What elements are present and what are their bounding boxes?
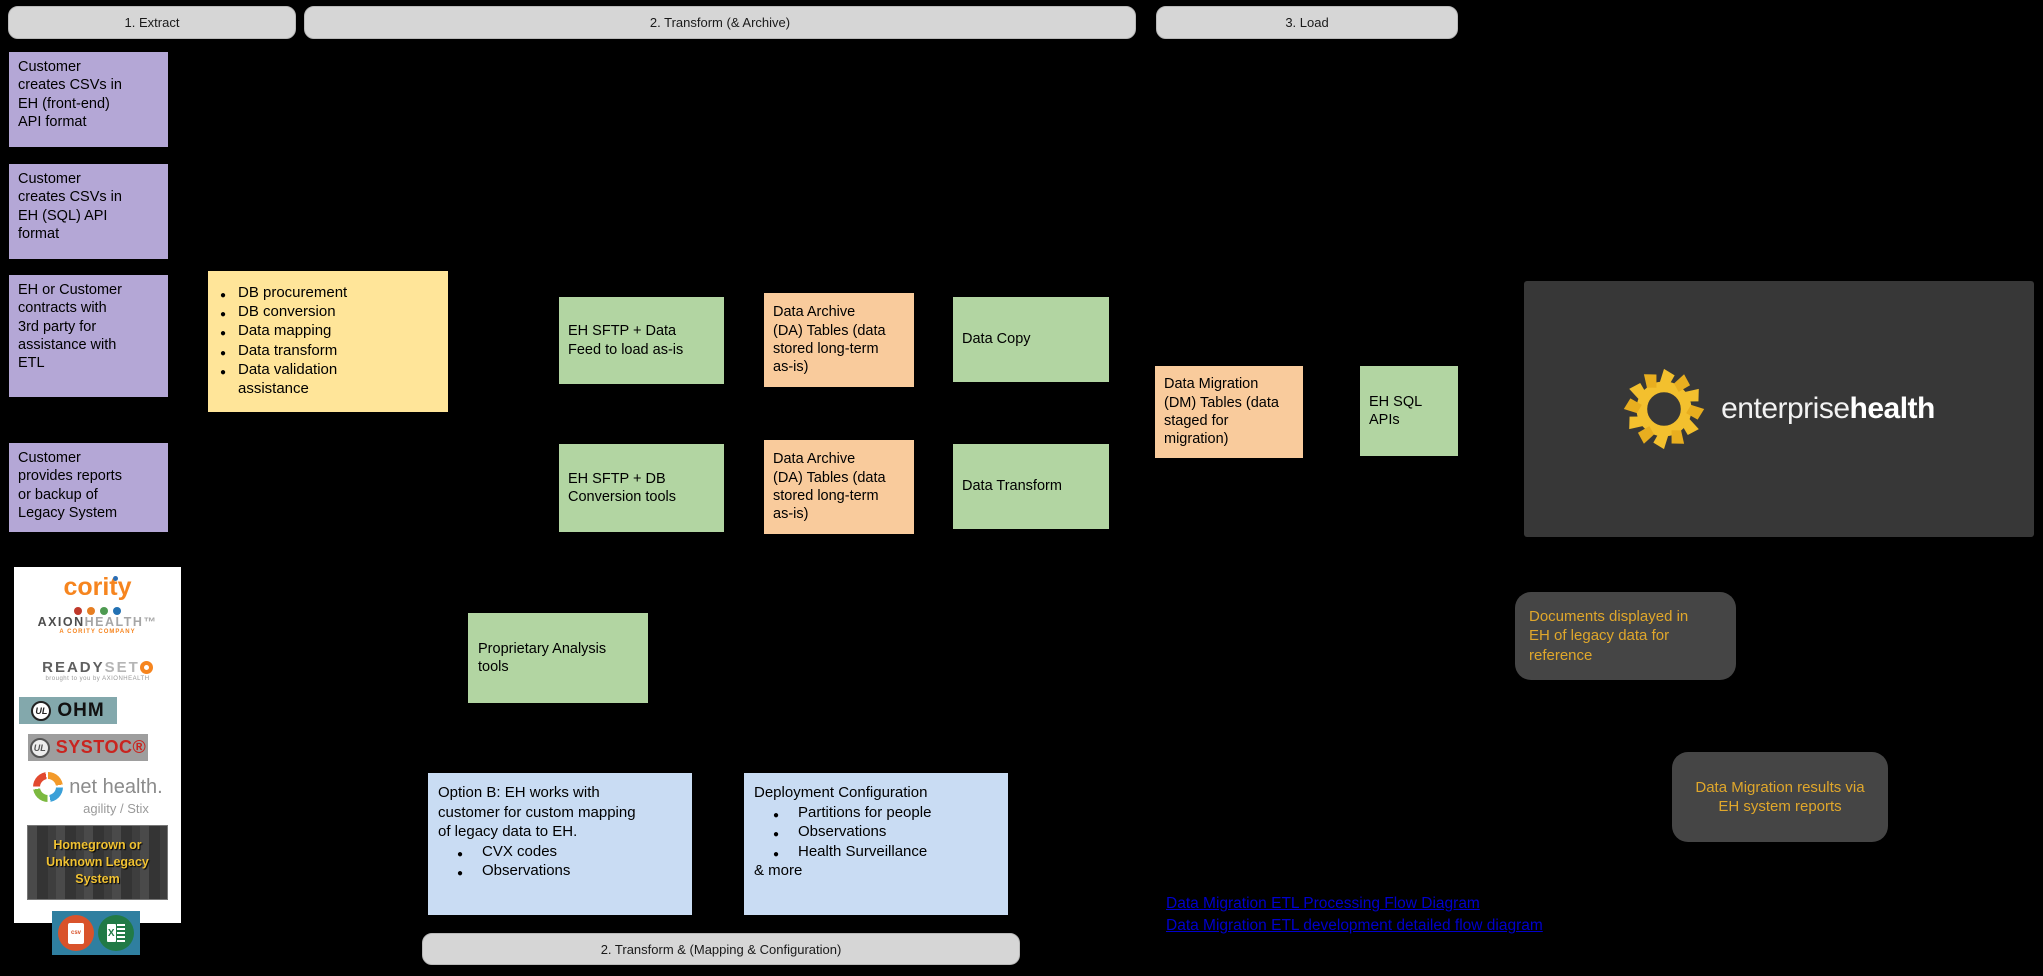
stage-header-load-label: 3. Load xyxy=(1285,15,1329,30)
ul-systoc-logo: UL SYSTOC® xyxy=(28,734,148,761)
list-item: Partitions for people xyxy=(754,803,994,823)
box-eh-sql-apis-text: EH SQL APIs xyxy=(1369,393,1422,428)
box-sftp-db-conversion-text: EH SFTP + DB Conversion tools xyxy=(568,470,676,505)
ul-icon: UL xyxy=(29,737,50,758)
enterprise-health-sun-icon xyxy=(1623,368,1705,450)
stage-header-transform-archive-label: 2. Transform (& Archive) xyxy=(649,15,791,30)
box-data-archive-tables-2-text: Data Archive (DA) Tables (data stored lo… xyxy=(773,451,886,523)
box-customer-csv-sql: Customer creates CSVs in EH (SQL) API fo… xyxy=(9,164,168,259)
csv-file-icon: csv xyxy=(58,915,94,951)
stage-header-transform-mapping-label: 2. Transform & (Mapping & Configuration) xyxy=(600,941,842,957)
box-eh-sql-apis: EH SQL APIs xyxy=(1360,366,1458,456)
list-item: Data validation assistance xyxy=(220,360,408,398)
bullet-icon xyxy=(220,360,238,398)
stage-header-extract-label: 1. Extract xyxy=(124,15,180,30)
note-documents-displayed: Documents displayed in EH of legacy data… xyxy=(1515,592,1736,680)
box-sftp-db-conversion: EH SFTP + DB Conversion tools xyxy=(559,444,724,532)
box-deployment-configuration: Deployment Configuration Partitions for … xyxy=(744,773,1008,915)
box-data-archive-tables-1-text: Data Archive (DA) Tables (data stored lo… xyxy=(773,304,886,376)
box-deployment-configuration-more: & more xyxy=(754,862,803,879)
bullet-icon xyxy=(220,302,238,321)
box-data-transform: Data Transform xyxy=(953,444,1109,529)
box-proprietary-analysis-tools-text: Proprietary Analysis tools xyxy=(478,640,607,675)
ul-icon: UL xyxy=(31,700,52,721)
box-customer-csv-sql-text: Customer creates CSVs in EH (SQL) API fo… xyxy=(18,171,122,242)
ul-ohm-logo: UL OHM xyxy=(19,697,117,724)
enterprise-health-wordmark: enterprisehealth xyxy=(1721,392,1935,425)
box-data-migration-tables-text: Data Migration (DM) Tables (data staged … xyxy=(1164,376,1279,448)
bullet-icon xyxy=(754,803,798,823)
box-customer-csv-frontend: Customer creates CSVs in EH (front-end) … xyxy=(9,52,168,147)
net-health-ring-icon xyxy=(33,772,64,802)
list-item: Data transform xyxy=(220,341,408,360)
list-item: Data mapping xyxy=(220,321,408,340)
link-etl-development-flow-diagram[interactable]: Data Migration ETL development detailed … xyxy=(1166,917,1543,935)
box-option-b-mapping: Option B: EH works with customer for cus… xyxy=(428,773,692,915)
box-third-party-etl-text: EH or Customer contracts with 3rd party … xyxy=(18,282,122,372)
cority-i-dot xyxy=(113,576,118,581)
stage-header-transform-archive: 2. Transform (& Archive) xyxy=(304,6,1136,39)
stage-header-load: 3. Load xyxy=(1156,6,1458,39)
file-format-icons: csv X xyxy=(52,911,140,955)
stage-header-extract: 1. Extract xyxy=(8,6,296,39)
link-etl-processing-flow-diagram[interactable]: Data Migration ETL Processing Flow Diagr… xyxy=(1166,895,1480,912)
box-legacy-reports: Customer provides reports or backup of L… xyxy=(9,443,168,532)
bullet-icon xyxy=(438,842,482,862)
note-migration-results-text: Data Migration results via EH system rep… xyxy=(1695,778,1865,816)
homegrown-legacy-system-image: Homegrown or Unknown Legacy System xyxy=(27,825,168,900)
enterprise-health-logo-panel: enterprisehealth xyxy=(1524,281,2034,537)
excel-file-icon: X xyxy=(98,915,134,951)
axion-health-logo: AXIONHEALTH™ A CORITY COMPANY xyxy=(14,607,181,635)
box-sftp-data-feed: EH SFTP + Data Feed to load as-is xyxy=(559,297,724,384)
list-item: DB procurement xyxy=(220,283,408,302)
list-item: DB conversion xyxy=(220,302,408,321)
net-health-logo: net health. agility / Stix xyxy=(19,772,177,816)
note-documents-displayed-text: Documents displayed in EH of legacy data… xyxy=(1529,607,1689,664)
readyset-logo: READYSET brought to you by AXIONHEALTH xyxy=(14,659,181,682)
bullet-icon xyxy=(220,321,238,340)
box-deployment-configuration-title: Deployment Configuration xyxy=(754,784,928,801)
cority-logo: cority xyxy=(63,573,132,601)
box-data-migration-tables: Data Migration (DM) Tables (data staged … xyxy=(1155,366,1303,458)
bullet-icon xyxy=(220,283,238,302)
diagram-links: Data Migration ETL Processing Flow Diagr… xyxy=(1166,893,1543,938)
bullet-icon xyxy=(220,341,238,360)
box-etl-assistance-list: DB procurement DB conversion Data mappin… xyxy=(208,271,448,412)
legacy-systems-logo-panel: cority AXIONHEALTH™ A CORITY COMPANY REA… xyxy=(14,567,181,955)
box-data-copy: Data Copy xyxy=(953,297,1109,382)
box-data-archive-tables-2: Data Archive (DA) Tables (data stored lo… xyxy=(764,440,914,534)
axion-dots-icon xyxy=(14,607,181,615)
box-data-archive-tables-1: Data Archive (DA) Tables (data stored lo… xyxy=(764,293,914,387)
list-item: Health Surveillance xyxy=(754,842,994,862)
bullet-icon xyxy=(438,861,482,881)
list-item: Observations xyxy=(754,822,994,842)
bullet-icon xyxy=(754,842,798,862)
box-third-party-etl: EH or Customer contracts with 3rd party … xyxy=(9,275,168,397)
box-proprietary-analysis-tools: Proprietary Analysis tools xyxy=(468,613,648,703)
list-item: Observations xyxy=(438,861,652,881)
stage-header-transform-mapping: 2. Transform & (Mapping & Configuration) xyxy=(422,933,1020,965)
box-sftp-data-feed-text: EH SFTP + Data Feed to load as-is xyxy=(568,323,684,358)
box-data-copy-text: Data Copy xyxy=(962,331,1031,348)
box-option-b-mapping-text: Option B: EH works with customer for cus… xyxy=(438,784,636,840)
bullet-icon xyxy=(754,822,798,842)
box-legacy-reports-text: Customer provides reports or backup of L… xyxy=(18,450,122,521)
list-item: CVX codes xyxy=(438,842,652,862)
note-migration-results: Data Migration results via EH system rep… xyxy=(1672,752,1888,842)
readyset-o-icon xyxy=(139,661,153,674)
box-data-transform-text: Data Transform xyxy=(962,478,1062,495)
box-customer-csv-frontend-text: Customer creates CSVs in EH (front-end) … xyxy=(18,59,122,130)
